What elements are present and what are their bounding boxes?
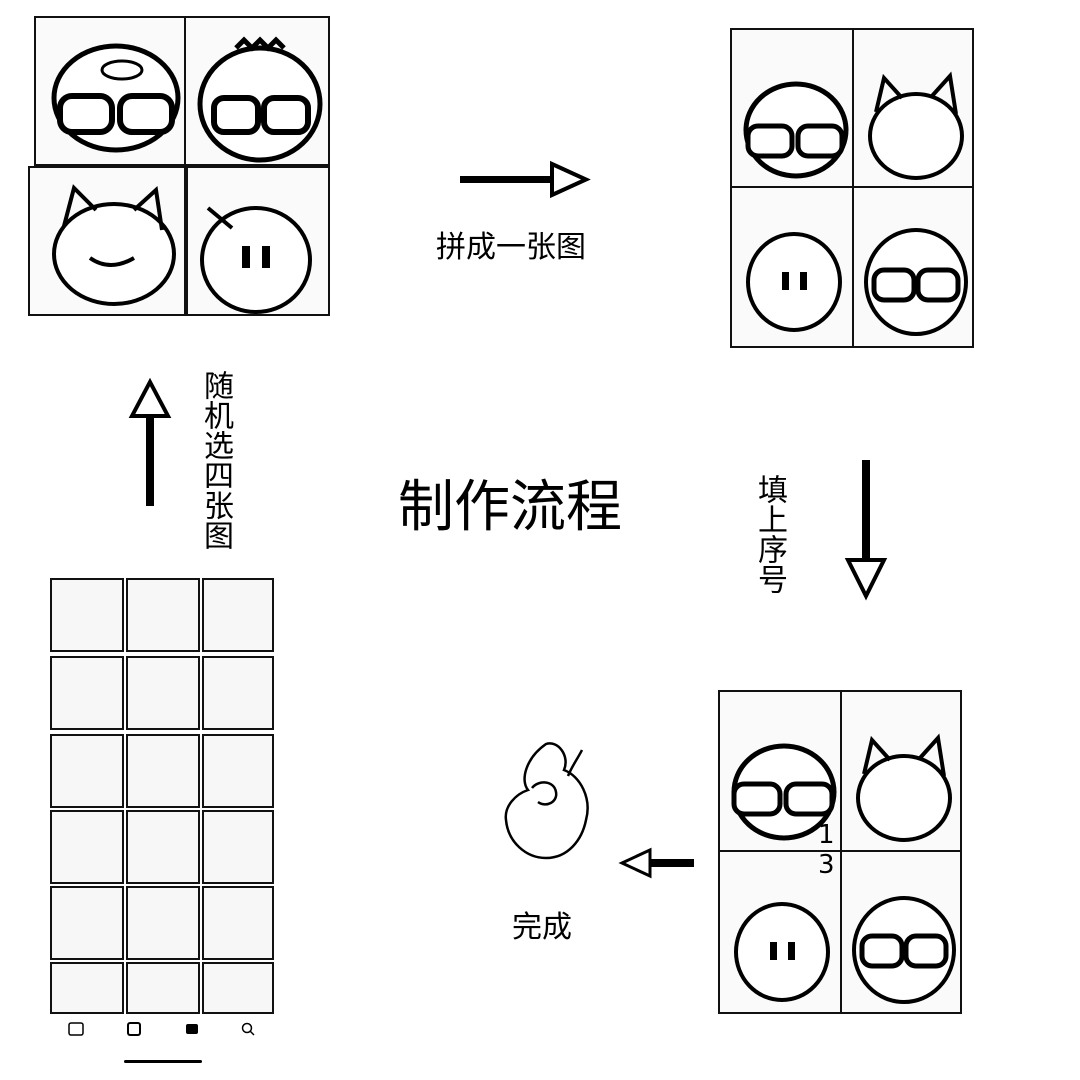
arrow-down-icon	[844, 460, 888, 601]
arrow-right-icon	[460, 160, 591, 199]
numbered-goggles-head	[840, 850, 962, 1014]
grid-sticker[interactable]	[50, 656, 124, 730]
grid-sticker[interactable]	[50, 886, 124, 960]
grid-sticker[interactable]	[126, 962, 200, 1014]
four-sticker-collage	[28, 16, 332, 316]
sticker-goggles-head	[184, 16, 330, 166]
goggles-head-drawing	[197, 36, 323, 163]
page-title: 制作流程	[398, 475, 622, 540]
cat-drawing	[868, 71, 964, 180]
grid-sticker[interactable]	[50, 734, 124, 808]
grid-sticker[interactable]	[126, 734, 200, 808]
grid-sticker[interactable]	[50, 578, 124, 652]
numbered-pig	[718, 850, 842, 1014]
cat-drawing	[52, 184, 176, 306]
step-combine-label: 拼成一张图	[436, 230, 586, 265]
numbered-cat	[840, 690, 962, 852]
ok-hand-icon	[504, 742, 589, 860]
grid-sticker[interactable]	[126, 886, 200, 960]
grid-sticker[interactable]	[202, 810, 274, 884]
combined-image	[730, 28, 974, 348]
arrow-left-icon	[618, 847, 694, 879]
step-done-label: 完成	[512, 910, 572, 945]
grid-sticker[interactable]	[202, 962, 274, 1014]
helmet-drawing	[731, 743, 837, 841]
sequence-number-1: 1	[818, 820, 835, 850]
grid-sticker[interactable]	[202, 734, 274, 808]
grid-sticker[interactable]	[50, 810, 124, 884]
numbered-helmet	[718, 690, 842, 852]
grid-sticker[interactable]	[126, 810, 200, 884]
sequence-number-3: 3	[818, 850, 835, 880]
collection-icon[interactable]	[184, 1022, 200, 1036]
combined-helmet	[730, 28, 854, 188]
home-indicator	[124, 1060, 202, 1063]
grid-sticker[interactable]	[126, 656, 200, 730]
grid-sticker[interactable]	[202, 656, 274, 730]
pig-drawing	[200, 206, 312, 314]
goggles-head-drawing	[864, 228, 968, 336]
sticker-helmet	[34, 16, 186, 166]
sticker-grid	[48, 576, 274, 1014]
grid-sticker[interactable]	[50, 962, 124, 1014]
step-add-numbers-label: 填上序号	[752, 474, 787, 594]
goggles-head-drawing	[852, 896, 956, 1004]
pig-drawing	[734, 902, 830, 1002]
combined-goggles-head	[852, 186, 974, 348]
photos-icon[interactable]	[68, 1022, 84, 1036]
arrow-up-icon	[128, 377, 172, 506]
helmet-drawing	[51, 43, 181, 153]
step-random-pick-label: 随机选四张图	[198, 370, 233, 550]
grid-sticker[interactable]	[202, 886, 274, 960]
numbered-combined-image: 1 3	[718, 690, 962, 1014]
helmet-drawing	[743, 81, 849, 179]
phone-bottom-nav	[48, 1016, 274, 1064]
sticker-pig	[186, 166, 330, 316]
grid-sticker[interactable]	[202, 578, 274, 652]
search-icon[interactable]	[240, 1022, 256, 1036]
combined-pig	[730, 186, 854, 348]
cat-drawing	[856, 733, 952, 842]
pig-drawing	[746, 232, 842, 332]
phone-sticker-gallery	[48, 576, 274, 1064]
album-icon[interactable]	[126, 1022, 142, 1036]
combined-cat	[852, 28, 974, 188]
grid-sticker[interactable]	[126, 578, 200, 652]
sticker-cat	[28, 166, 186, 316]
